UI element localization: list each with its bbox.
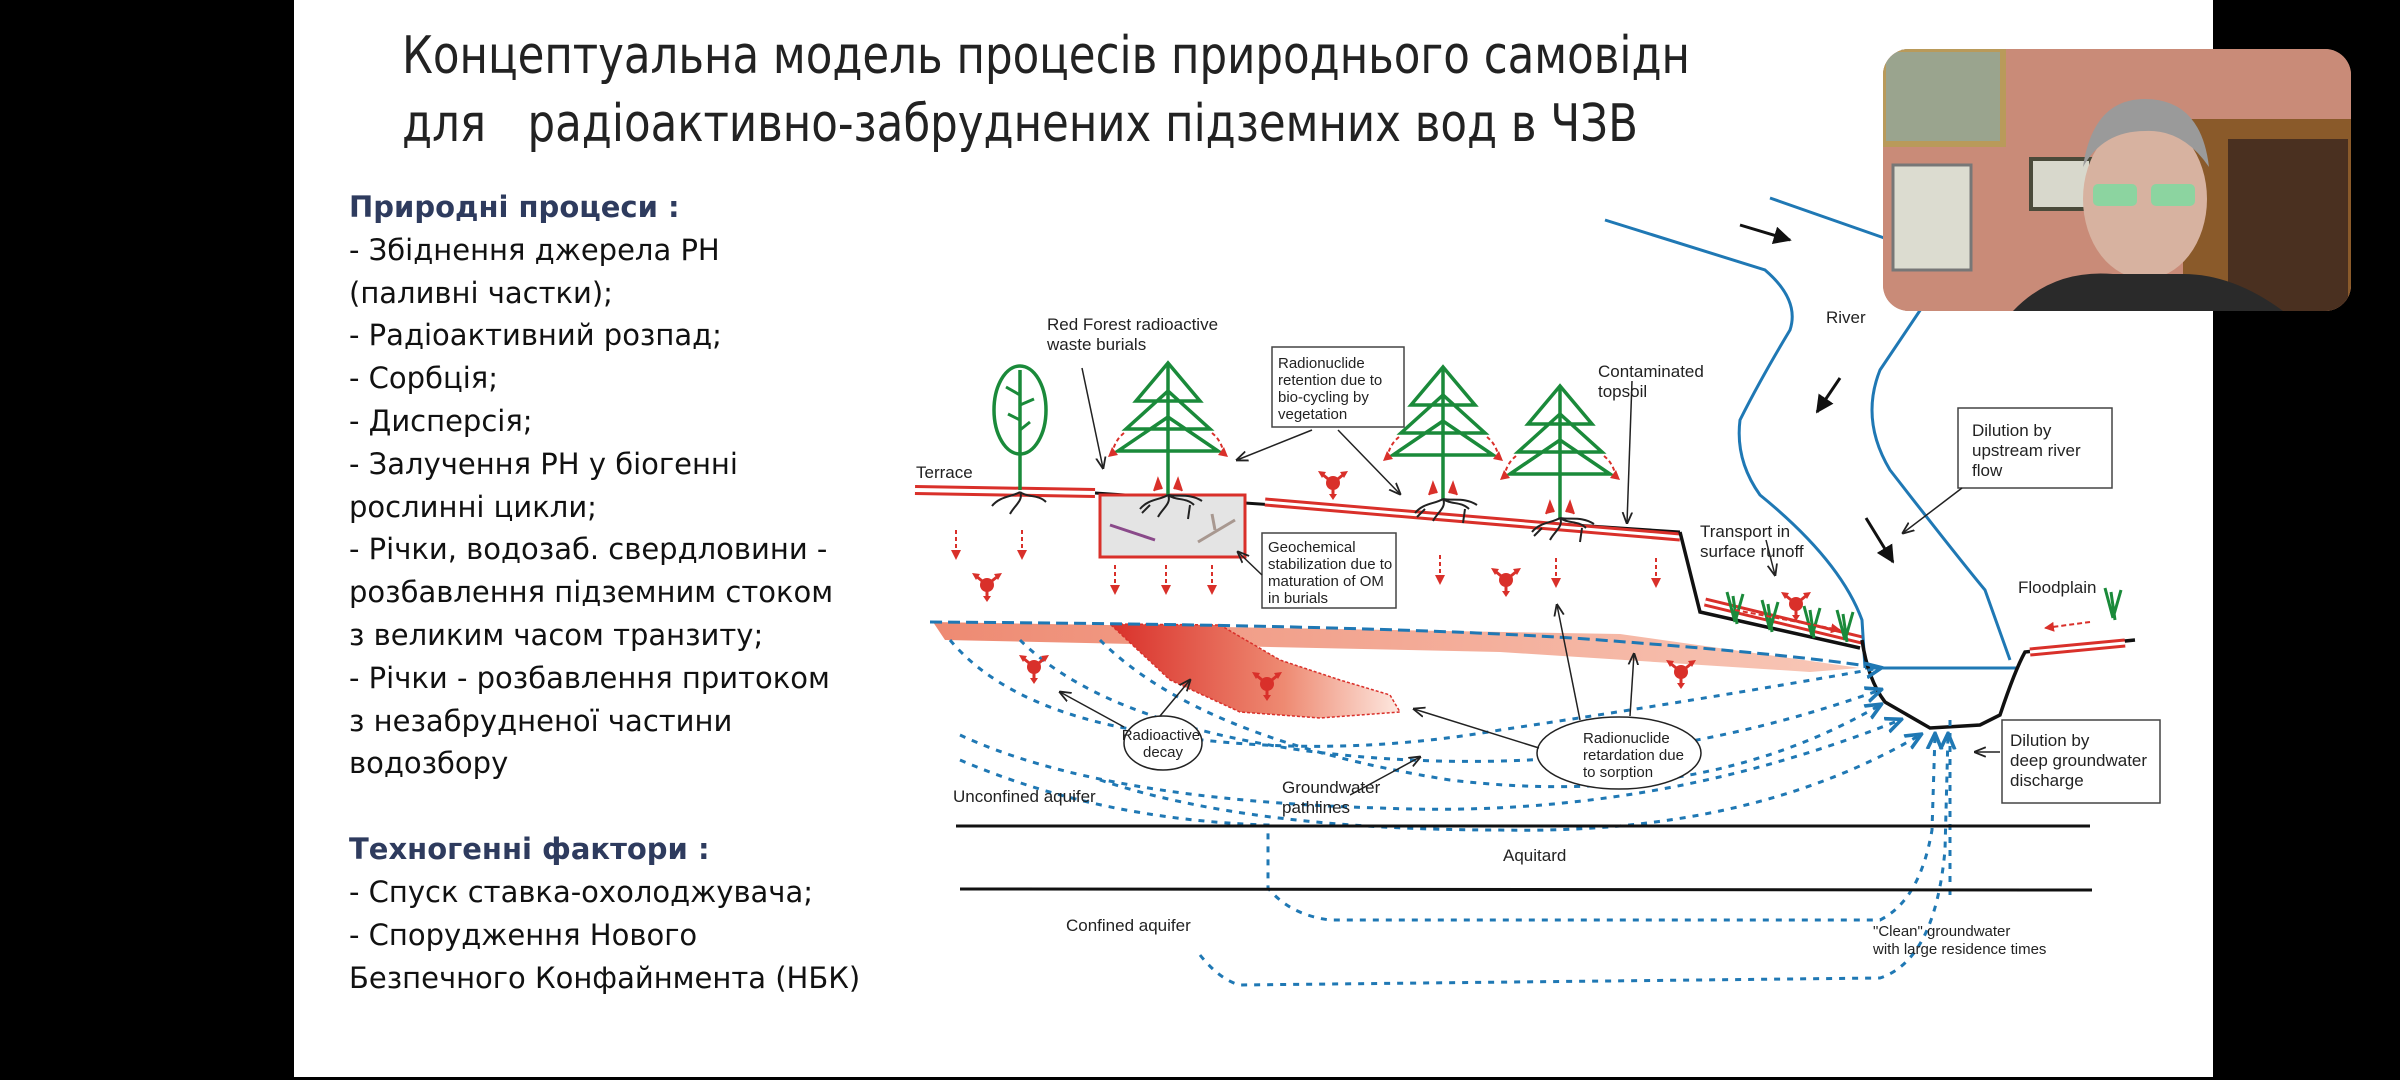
tech-item: - Спорудження Нового (349, 917, 698, 952)
natural-item: - Радіоактивний розпад; (349, 318, 722, 353)
tech-item: - Спуск ставка-охолоджувача; (349, 874, 813, 909)
natural-item: рослинні цикли; (349, 489, 597, 524)
upstream-dilution-box (1957, 407, 2113, 489)
unconfined-aquifer-label: Unconfined aquifer (953, 787, 1096, 806)
pine-tree (1498, 384, 1622, 544)
natural-item: розбавлення підземним стоком (349, 575, 834, 610)
natural-item: - Збіднення джерела РН (349, 232, 720, 267)
leader-lines (1060, 367, 2000, 796)
contaminated-topsoil-label: Contaminated topsoil (1598, 362, 1709, 401)
slide-title-line-1: Концептуальна модель процесів природньог… (402, 26, 1690, 86)
terrace-label: Terrace (916, 463, 973, 482)
confined-aquifer-label: Confined aquifer (1066, 916, 1191, 935)
retention-callout-box (1271, 346, 1405, 428)
deep-dilution-box (2001, 719, 2161, 804)
deep-dilution-label: Dilution by deep groundwater discharge (2010, 731, 2152, 790)
retention-label: Radionuclide retention due to bio-cyclin… (1278, 355, 1386, 423)
natural-item: - Дисперсія; (349, 403, 533, 438)
geochemical-label: Geochemical stabilization due to maturat… (1268, 539, 1396, 607)
groundwater-pathlines (948, 638, 1950, 987)
slide-title: Концептуальна модель процесів природньог… (402, 22, 1690, 158)
natural-item: (паливні частки); (349, 275, 613, 310)
retardation-ellipse (1536, 716, 1702, 790)
tech-item: Безпечного Конфайнмента (НБК) (349, 960, 861, 995)
aquitard-bottom-line (959, 887, 2093, 892)
radionuclide-icon (1489, 566, 1523, 599)
natural-processes-heading: Природні процеси : (349, 190, 680, 224)
video-feed-icon (1883, 49, 2351, 311)
clean-groundwater-label: "Clean" groundwater with large residence… (1872, 923, 2046, 958)
radionuclide-icon (970, 571, 1004, 604)
river (1604, 196, 2018, 670)
floodplain-label: Floodplain (2018, 578, 2096, 597)
technogenic-factors-heading: Техногенні фактори : (349, 832, 710, 867)
presenter-webcam[interactable] (1883, 49, 2351, 311)
radioactive-decay-label: Radioactive decay (1122, 727, 1205, 761)
natural-item: - Сорбція; (349, 361, 498, 396)
radioactive-decay-ellipse (1123, 715, 1203, 771)
transport-runoff-label: Transport in surface runoff (1700, 522, 1804, 561)
river-label: River (1826, 308, 1866, 327)
natural-item: - Річки - розбавлення притоком (349, 660, 830, 695)
river-channel (1860, 638, 2136, 730)
natural-item: з великим часом транзиту; (349, 617, 764, 652)
natural-item: з незабрудненої частини (349, 703, 733, 738)
natural-item: - Залучення РН у біогенні (349, 446, 738, 481)
slide-title-line-2: для радіоактивно-забруднених підземних в… (402, 94, 1638, 154)
upstream-dilution-label: Dilution by upstream river flow (1972, 421, 2085, 480)
processes-text: Природні процеси : - Збіднення джерела Р… (349, 186, 860, 999)
red-forest-label: Red Forest radioactive waste burials (1046, 315, 1223, 354)
radionuclide-icon (1017, 653, 1051, 686)
deciduous-tree (991, 364, 1048, 515)
geochemical-callout-box (1261, 532, 1397, 609)
radionuclide-icon (1316, 469, 1350, 502)
aquitard-label: Aquitard (1503, 846, 1566, 865)
grass-icon (2103, 586, 2123, 622)
natural-item: - Річки, водозаб. свердловини - (349, 532, 828, 567)
groundwater-pathlines-label: Groundwater pathlines (1282, 778, 1385, 817)
waste-burial (1098, 493, 1247, 559)
radionuclide-icon (1664, 658, 1698, 691)
groundwater-contamination (929, 620, 1881, 719)
retardation-label: Radionuclide retardation due to sorption (1583, 730, 1688, 781)
natural-item: водозбору (349, 746, 509, 781)
